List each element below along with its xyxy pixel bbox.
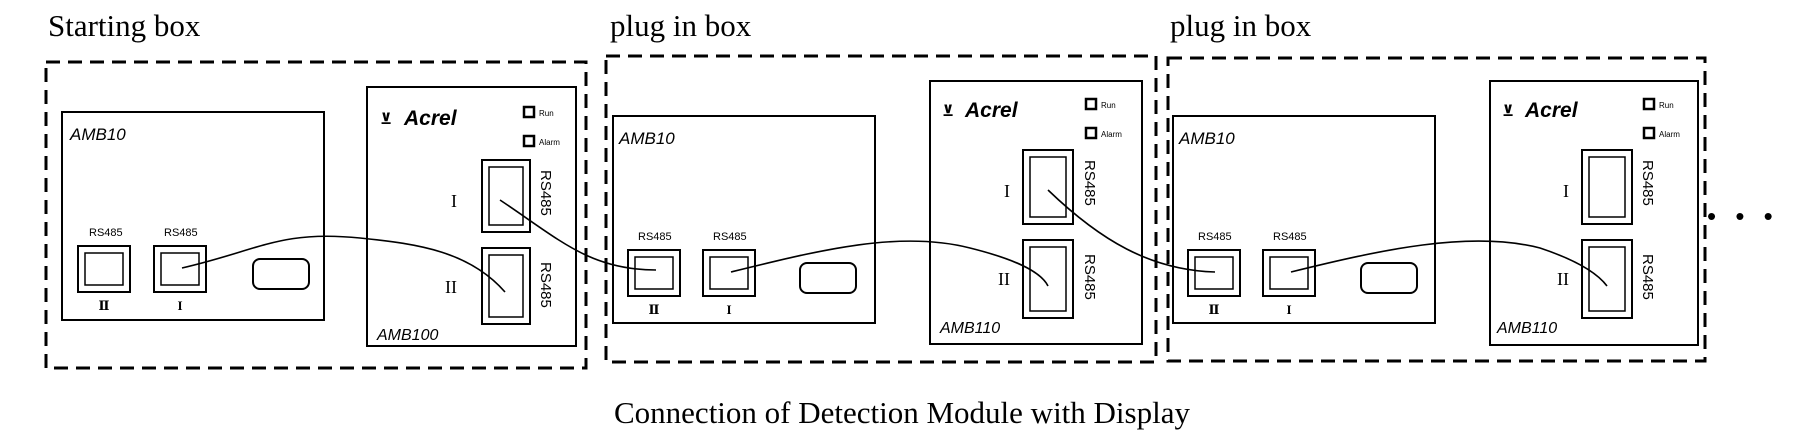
port-i-label: I bbox=[1563, 181, 1569, 201]
rs485-port-i bbox=[1022, 149, 1074, 225]
port-socket bbox=[1588, 246, 1626, 312]
rs485-cables bbox=[181, 189, 1608, 293]
port-ii-label: Ⅱ bbox=[1209, 302, 1220, 317]
port-ii-label: II bbox=[445, 277, 457, 297]
alarm-led-icon bbox=[1084, 126, 1098, 140]
group-plug-in-box: plug in box AMB10 RS485 RS485 Ⅱ I ⊻ Acre… bbox=[1166, 8, 1707, 363]
detection-module: ⊻ Acrel Run Alarm I II RS485 RS485 AMB11… bbox=[1489, 80, 1699, 346]
cable-display2-to-module2 bbox=[730, 240, 1049, 287]
port-ii-label: Ⅱ bbox=[649, 302, 660, 317]
port-socket bbox=[1194, 256, 1234, 290]
port-i-label: I bbox=[726, 302, 731, 317]
run-led-label: Run bbox=[1101, 101, 1116, 110]
diagram-caption: Connection of Detection Module with Disp… bbox=[614, 395, 1190, 430]
detection-module: ⊻ Acrel Run Alarm I II RS485 RS485 AMB10… bbox=[366, 86, 577, 347]
brand-label: Acrel bbox=[964, 99, 1019, 122]
display-model-label: AMB10 bbox=[618, 129, 675, 148]
rs485-label: RS485 bbox=[537, 262, 554, 308]
run-led-icon bbox=[1084, 97, 1098, 111]
rs485-label: RS485 bbox=[1639, 254, 1656, 300]
rs485-label: RS485 bbox=[89, 227, 123, 239]
port-i-label: I bbox=[1286, 302, 1291, 317]
rs485-port-ii bbox=[481, 247, 531, 325]
display-model-label: AMB10 bbox=[69, 125, 126, 144]
group-title: Starting box bbox=[48, 8, 201, 43]
rs485-label: RS485 bbox=[1273, 231, 1307, 243]
cable-display3-to-module3 bbox=[1290, 240, 1608, 287]
rs485-port-i bbox=[1581, 149, 1633, 225]
rs485-label: RS485 bbox=[1639, 160, 1656, 206]
port-i-label: I bbox=[451, 191, 457, 211]
port-socket bbox=[488, 254, 524, 318]
brand-label: Acrel bbox=[403, 107, 458, 130]
module-model-label: AMB110 bbox=[1496, 320, 1557, 337]
port-socket bbox=[84, 252, 124, 286]
alarm-led-label: Alarm bbox=[1659, 130, 1680, 139]
rs485-label: RS485 bbox=[537, 170, 554, 216]
alarm-led-label: Alarm bbox=[1101, 130, 1122, 139]
display-unit: AMB10 RS485 RS485 Ⅱ I bbox=[1172, 115, 1436, 324]
port-socket bbox=[488, 166, 524, 226]
power-connector bbox=[1360, 262, 1418, 294]
port-ii-label: II bbox=[998, 269, 1010, 289]
rs485-label: RS485 bbox=[1081, 254, 1098, 300]
group-dashed-border bbox=[604, 54, 1158, 364]
run-led-icon bbox=[522, 105, 536, 119]
display-unit: AMB10 RS485 RS485 Ⅱ I bbox=[612, 115, 876, 324]
display-model-label: AMB10 bbox=[1178, 129, 1235, 148]
group-dashed-border bbox=[44, 60, 588, 370]
port-i-label: I bbox=[177, 298, 182, 313]
port-socket bbox=[709, 256, 749, 290]
acrel-logo-icon: ⊻ bbox=[380, 111, 392, 128]
rs485-port-ii bbox=[1022, 239, 1074, 319]
group-title: plug in box bbox=[1170, 8, 1312, 43]
group-title: plug in box bbox=[610, 8, 752, 43]
display-unit: AMB10 RS485 RS485 Ⅱ I bbox=[61, 111, 325, 321]
port-socket bbox=[1029, 246, 1067, 312]
port-socket bbox=[634, 256, 674, 290]
run-led-label: Run bbox=[539, 109, 554, 118]
port-socket bbox=[160, 252, 200, 286]
rs485-port-i bbox=[481, 159, 531, 233]
alarm-led-icon bbox=[522, 134, 536, 148]
port-i-label: I bbox=[1004, 181, 1010, 201]
cable-display1-to-module1 bbox=[181, 235, 506, 293]
group-starting-box: Starting box AMB10 RS485 RS485 Ⅱ I ⊻ Acr… bbox=[44, 8, 588, 370]
group-dashed-border bbox=[1166, 56, 1707, 363]
module-model-label: AMB110 bbox=[939, 320, 1000, 337]
alarm-led-icon bbox=[1642, 126, 1656, 140]
port-ii-label: Ⅱ bbox=[99, 298, 110, 313]
power-connector bbox=[252, 258, 310, 290]
rs485-label: RS485 bbox=[1081, 160, 1098, 206]
run-led-icon bbox=[1642, 97, 1656, 111]
acrel-logo-icon: ⊻ bbox=[942, 103, 954, 120]
detection-module: ⊻ Acrel Run Alarm I II RS485 RS485 AMB11… bbox=[929, 80, 1143, 345]
brand-label: Acrel bbox=[1524, 99, 1579, 122]
group-plug-in-box: plug in box AMB10 RS485 RS485 Ⅱ I ⊻ Acre… bbox=[604, 8, 1158, 364]
module-body bbox=[366, 86, 577, 347]
rs485-label: RS485 bbox=[164, 227, 198, 239]
power-connector bbox=[799, 262, 857, 294]
rs485-label: RS485 bbox=[638, 231, 672, 243]
port-socket bbox=[1029, 156, 1067, 218]
port-socket bbox=[1269, 256, 1309, 290]
run-led-label: Run bbox=[1659, 101, 1674, 110]
rs485-port-ii bbox=[1581, 239, 1633, 319]
module-model-label: AMB100 bbox=[376, 327, 438, 344]
cable-module2-to-display3 bbox=[1047, 189, 1216, 273]
continuation-ellipsis: • • • bbox=[1707, 201, 1779, 231]
rs485-label: RS485 bbox=[713, 231, 747, 243]
cable-module1-to-display2 bbox=[499, 199, 657, 271]
rs485-label: RS485 bbox=[1198, 231, 1232, 243]
alarm-led-label: Alarm bbox=[539, 138, 560, 147]
port-socket bbox=[1588, 156, 1626, 218]
acrel-logo-icon: ⊻ bbox=[1502, 103, 1514, 120]
port-ii-label: II bbox=[1557, 269, 1569, 289]
